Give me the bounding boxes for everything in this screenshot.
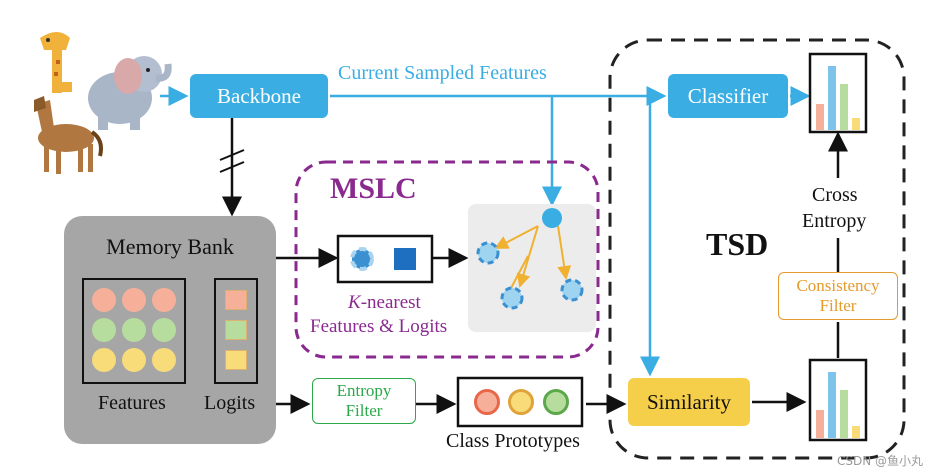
query-node [542, 208, 562, 228]
prototype-dot-green [543, 389, 569, 415]
memory-logits-column [214, 278, 258, 384]
consistency-filter: Consistency Filter [778, 272, 898, 320]
consistency-filter-line1: Consistency [796, 276, 880, 295]
backbone-label: Backbone [217, 83, 301, 108]
mslc-region [294, 160, 600, 359]
classifier-block: Classifier [668, 74, 788, 118]
consistency-filter-line2: Filter [819, 296, 857, 315]
entropy-filter: Entropy Filter [312, 378, 416, 424]
knn-logit-icon [394, 248, 416, 270]
stop-gradient-mark-2 [219, 161, 245, 173]
tsd-region [608, 38, 906, 460]
features-caption: Features [98, 392, 166, 414]
neighbor-node-2 [500, 286, 524, 310]
similarity-block: Similarity [628, 378, 750, 426]
memory-bank: Memory Bank Features Logits [64, 216, 276, 444]
similarity-output-histogram [808, 358, 868, 442]
cross-entropy-line1: Cross [812, 184, 858, 206]
feature-dot [152, 318, 176, 342]
feature-dot [92, 288, 116, 312]
entropy-filter-line1: Entropy [336, 381, 392, 400]
k-symbol: K [348, 292, 361, 313]
feature-dot [122, 288, 146, 312]
neighbor-node-3 [560, 278, 584, 302]
mslc-title: MSLC [330, 172, 417, 205]
logit-square [225, 320, 247, 340]
feature-dot [122, 348, 146, 372]
horse-icon [34, 96, 103, 174]
classifier-output-histogram [808, 52, 868, 134]
class-prototypes-caption: Class Prototypes [446, 430, 580, 452]
tsd-title: TSD [706, 226, 769, 262]
prototype-dot-yellow [508, 389, 534, 415]
logit-square [225, 350, 247, 370]
backbone-block: Backbone [190, 74, 328, 118]
features-logits-label: Features & Logits [310, 316, 448, 337]
giraffe-icon [40, 32, 72, 93]
cross-entropy-line2: Entropy [802, 210, 867, 232]
memory-features-grid [82, 278, 186, 384]
classifier-label: Classifier [687, 83, 769, 108]
k-nearest-label: K-nearest [348, 292, 421, 314]
feature-dot [92, 348, 116, 372]
k-nearest-suffix: -nearest [360, 292, 421, 313]
logit-square [225, 290, 247, 310]
current-features-label: Current Sampled Features [338, 62, 547, 84]
neighbor-graph [476, 208, 584, 310]
similarity-label: Similarity [647, 389, 731, 414]
stop-gradient-mark-1 [219, 149, 245, 161]
graph-panel [468, 204, 596, 332]
knn-feature-icon [350, 247, 374, 271]
prototype-dot-red [474, 389, 500, 415]
neighbor-node-1 [476, 241, 500, 265]
feature-dot [92, 318, 116, 342]
animals-illustration [34, 32, 172, 174]
entropy-filter-line2: Filter [345, 401, 383, 420]
feature-dot [152, 288, 176, 312]
feature-dot [122, 318, 146, 342]
logits-caption: Logits [204, 392, 256, 414]
feature-dot [152, 348, 176, 372]
watermark: CSDN @鱼小丸 [836, 454, 923, 468]
elephant-icon [88, 56, 172, 130]
memory-bank-title: Memory Bank [106, 234, 234, 259]
